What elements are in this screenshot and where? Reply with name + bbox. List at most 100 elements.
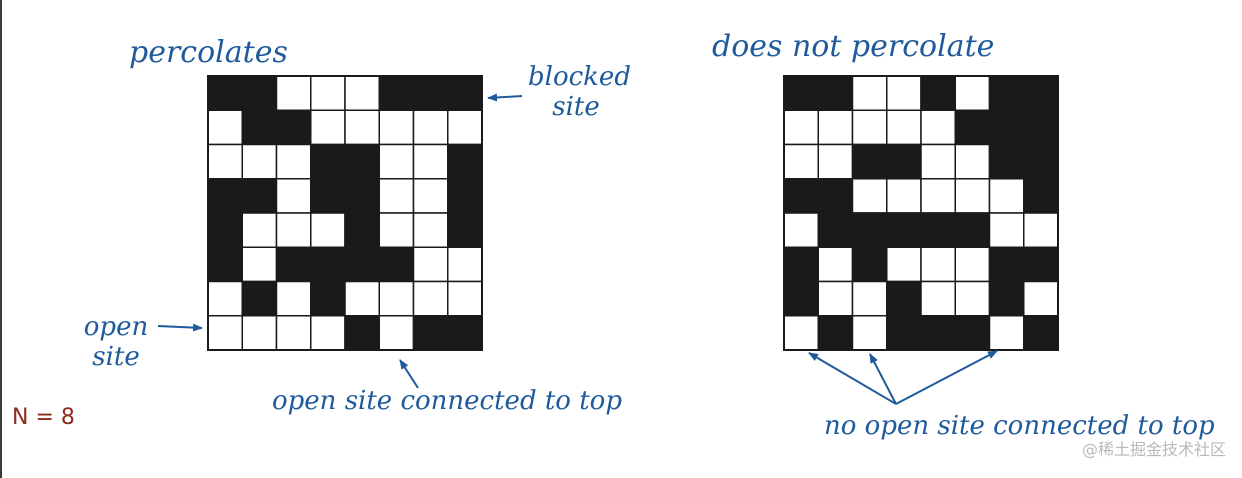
blocked-site-cell [920, 315, 956, 351]
open-site-cell [920, 143, 956, 180]
open-site-cell [886, 178, 922, 214]
open-site-cell [886, 109, 922, 146]
open-site-cell [412, 143, 449, 180]
blocked-site-cell [412, 315, 449, 351]
blocked-site-cell [817, 75, 854, 111]
blocked-site-cell [851, 212, 888, 248]
open-site-cell [954, 178, 991, 214]
open-site-cell [378, 315, 415, 351]
open-site-cell [447, 280, 483, 317]
no-open-site-connected-label: no open site connected to top [824, 411, 1215, 441]
blocked-site-cell [886, 143, 922, 180]
open-site-cell [344, 109, 380, 146]
open-site-cell [241, 246, 278, 283]
blocked-site-cell [310, 280, 346, 317]
blocked-site-cell [988, 143, 1025, 180]
open-site-cell [310, 315, 346, 351]
blocked-site-cell [207, 178, 243, 214]
blocked-site-cell [817, 212, 854, 248]
open-site-cell [817, 246, 854, 283]
blocked-site-cell [344, 178, 380, 214]
open-site-cell [783, 212, 819, 248]
blocked-site-cell [783, 178, 819, 214]
open-site-cell [988, 212, 1025, 248]
grid-size-label: N = 8 [12, 405, 75, 430]
blocked-site-cell [241, 178, 278, 214]
blocked-site-cell [344, 143, 380, 180]
open-site-cell [344, 280, 380, 317]
blocked-site-cell [447, 143, 483, 180]
watermark-text: @稀土掘金技术社区 [1081, 440, 1226, 459]
blocked-site-cell [412, 75, 449, 111]
open-site-cell [447, 109, 483, 146]
open-site-cell [275, 315, 312, 351]
blocked-site-cell [954, 315, 991, 351]
blocked-site-cell [988, 280, 1025, 317]
open-site-cell [275, 280, 312, 317]
blocked-site-cell [920, 212, 956, 248]
open-site-cell [851, 75, 888, 111]
open-site-cell [207, 280, 243, 317]
open-site-cell [310, 75, 346, 111]
open-site-cell [988, 315, 1025, 351]
open-site-cell [275, 178, 312, 214]
blocked-site-cell [207, 212, 243, 248]
open-site-cell [310, 212, 346, 248]
blocked-site-cell [851, 246, 888, 283]
open-site-cell [378, 178, 415, 214]
open-site-cell [954, 280, 991, 317]
open-site-cell [275, 212, 312, 248]
open-site-cell [412, 246, 449, 283]
open-site-cell [920, 280, 956, 317]
blocked-site-cell [1023, 109, 1059, 146]
blocked-site-cell [920, 75, 956, 111]
open-site-cell [817, 280, 854, 317]
open-site-cell [207, 315, 243, 351]
blocked-site-label-line1: blocked [528, 62, 631, 92]
percolates-title: percolates [129, 35, 288, 70]
blocked-site-cell [954, 212, 991, 248]
blocked-site-cell [241, 75, 278, 111]
blocked-site-cell [447, 178, 483, 214]
open-site-cell [954, 246, 991, 283]
open-site-cell [851, 178, 888, 214]
open-site-cell [920, 246, 956, 283]
open-site-cell [851, 280, 888, 317]
blocked-site-arrow [487, 93, 523, 102]
blocked-site-cell [275, 109, 312, 146]
blocked-site-cell [886, 212, 922, 248]
blocked-site-cell [310, 178, 346, 214]
open-site-cell [275, 143, 312, 180]
open-site-cell [954, 75, 991, 111]
blocked-site-cell [783, 246, 819, 283]
open-site-label-line1: open [83, 312, 149, 342]
open-site-cell [310, 109, 346, 146]
open-site-cell [207, 143, 243, 180]
open-site-cell [378, 280, 415, 317]
blocked-site-cell [954, 109, 991, 146]
blocked-site-cell [988, 75, 1025, 111]
open-site-cell [954, 143, 991, 180]
open-site-cell [344, 75, 380, 111]
blocked-site-cell [275, 246, 312, 283]
open-site-cell [1023, 280, 1059, 317]
blocked-site-cell [447, 212, 483, 248]
blocked-site-cell [447, 315, 483, 351]
open-site-cell [783, 143, 819, 180]
open-site-cell [886, 246, 922, 283]
no-connection-arrow-2 [869, 353, 897, 405]
blocked-site-cell [851, 143, 888, 180]
open-site-cell [241, 143, 278, 180]
open-site-cell [988, 178, 1025, 214]
open-site-cell [447, 246, 483, 283]
grid-border [783, 75, 1059, 351]
open-site-cell [851, 315, 888, 351]
open-site-connected-arrow [399, 359, 419, 389]
blocked-site-cell [207, 246, 243, 283]
blocked-site-cell [310, 246, 346, 283]
open-site-cell [412, 178, 449, 214]
open-site-cell [378, 143, 415, 180]
does-not-percolate-title: does not percolate [712, 29, 995, 64]
open-site-cell [412, 280, 449, 317]
open-site-cell [817, 109, 854, 146]
